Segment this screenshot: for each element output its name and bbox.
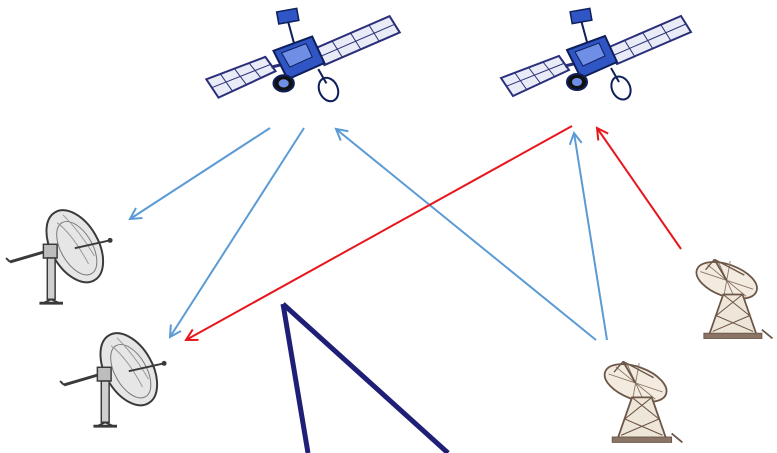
satellite-dish-icon — [58, 328, 171, 428]
link-satellite-left-to-dish-upper-left — [130, 127, 271, 219]
link-satellite-left-to-dish-lower-left — [170, 127, 305, 337]
navy-line-left — [280, 303, 311, 453]
antenna-right-upper-node — [690, 253, 774, 340]
link-antenna-upper-to-satellite-right — [597, 128, 682, 250]
satellite-icon — [499, 6, 693, 105]
satellite-left-node — [204, 6, 402, 106]
link-satellite-right-to-dish-lower-left — [186, 125, 573, 340]
links — [130, 125, 682, 341]
dark-navy-lines — [280, 302, 450, 453]
satellite-icon — [204, 6, 402, 106]
dish-upper-left-node — [4, 205, 117, 305]
satellite-dish-icon — [4, 205, 117, 305]
dish-lower-left-node — [58, 328, 171, 428]
satellite-right-node — [499, 6, 693, 105]
radio-telescope-icon — [690, 253, 774, 340]
navy-line-right — [281, 302, 450, 453]
link-antenna-lower-to-satellite-left — [336, 129, 597, 341]
radio-telescope-icon — [598, 355, 684, 444]
antenna-right-lower-node — [598, 355, 684, 444]
link-antenna-lower-to-satellite-right — [574, 133, 608, 341]
